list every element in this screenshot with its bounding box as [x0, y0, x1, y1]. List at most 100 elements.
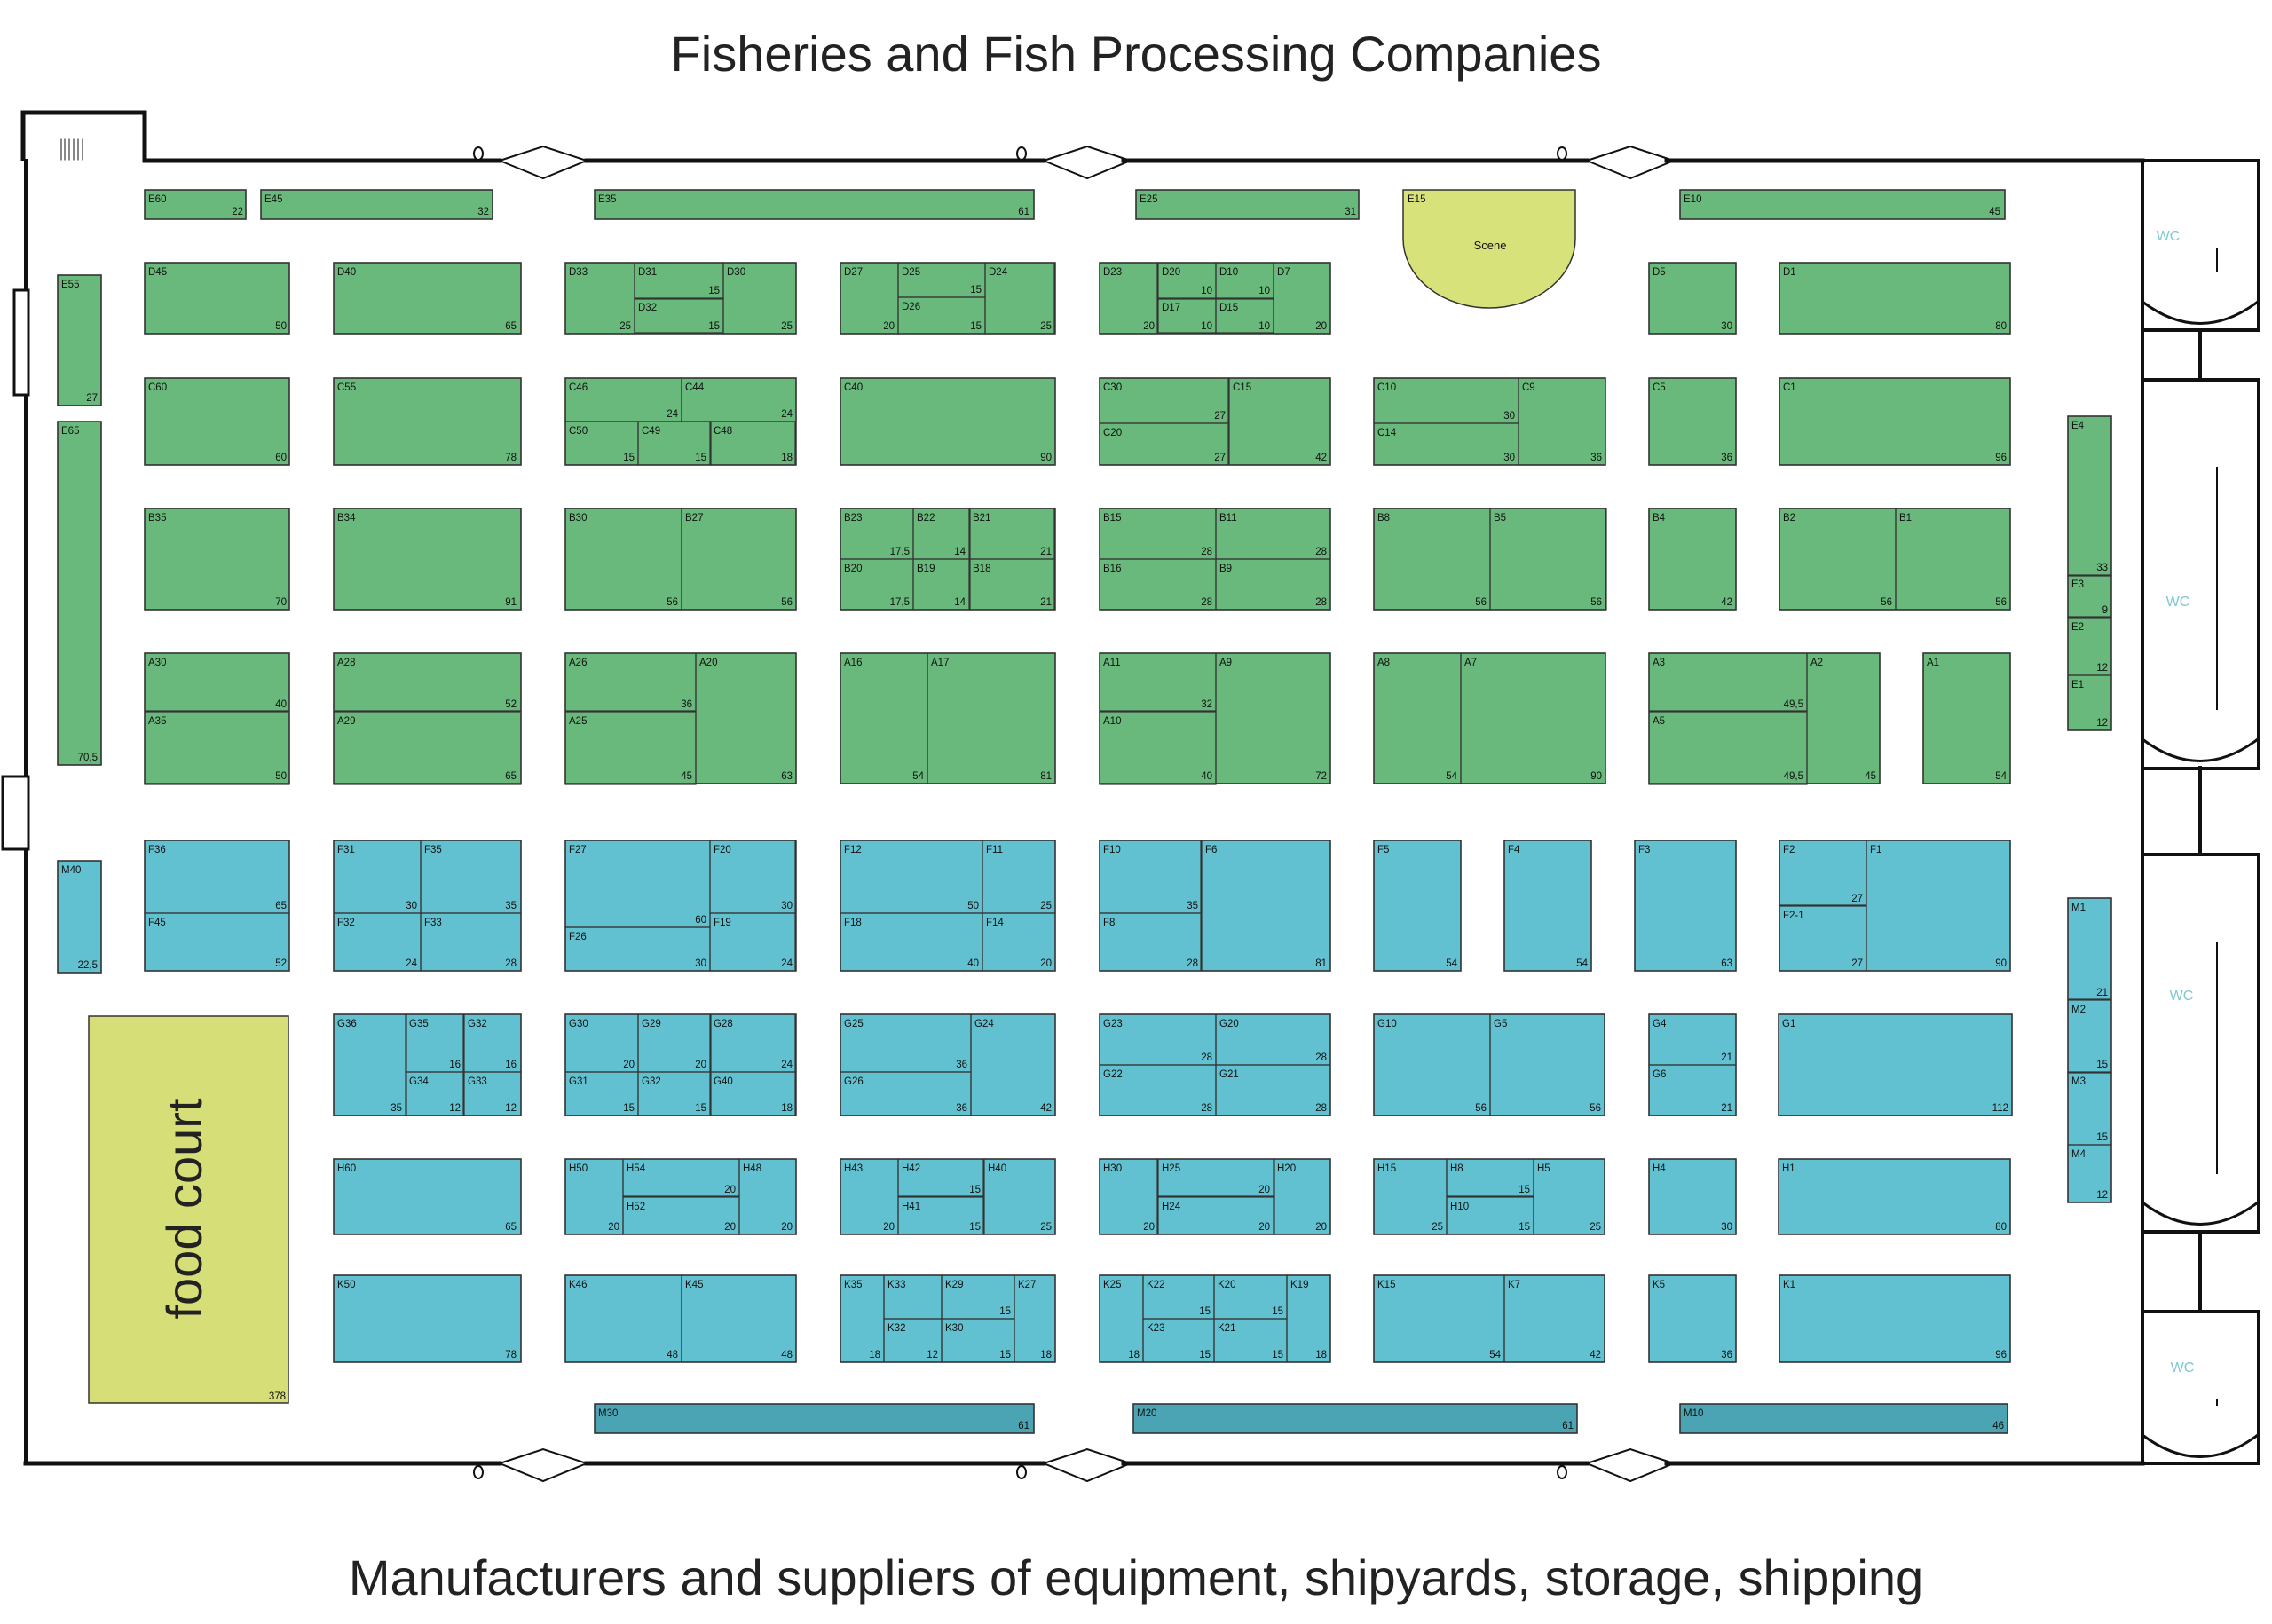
stand-id: K33: [888, 1280, 905, 1290]
stand-block: [1648, 1158, 1737, 1235]
stand-id: E3: [2071, 579, 2084, 590]
stand-id: E45: [264, 194, 282, 205]
wc-label: WC: [2157, 229, 2181, 244]
stand-size: 12: [505, 1103, 517, 1114]
stand-size: 25: [1590, 1222, 1601, 1233]
stand-size: 15: [695, 453, 706, 463]
service-wall: [2141, 1310, 2260, 1465]
stand-block: [564, 1013, 797, 1116]
stand-size: 36: [1590, 453, 1602, 463]
stand-size: 35: [1187, 901, 1198, 911]
stand-size: 24: [406, 958, 417, 969]
stand-id: C40: [844, 382, 863, 393]
stand-id: K19: [1290, 1280, 1308, 1290]
stand-block: [1648, 652, 1881, 784]
stand-block: [594, 1403, 1035, 1434]
stand-size: 17,5: [890, 597, 910, 608]
stand-outline: [333, 262, 522, 335]
stand-outline: [594, 189, 1035, 220]
stand-id: C10: [1377, 382, 1396, 393]
stand-outline: [681, 1274, 797, 1363]
service-curve: [2142, 1433, 2259, 1458]
stand-size: 80: [1995, 1222, 2007, 1233]
stand-size: 40: [967, 958, 979, 969]
stand-block: [1679, 189, 2006, 220]
stand-size: 15: [999, 1350, 1011, 1360]
stand-id: C60: [148, 382, 167, 393]
stand-id: G35: [409, 1019, 429, 1029]
stand-id: H40: [988, 1163, 1006, 1174]
stand-size: 20: [1315, 321, 1327, 332]
stand-size: 12: [2096, 718, 2108, 729]
stand-outline: [1132, 1403, 1578, 1434]
stand-outline: [1503, 1274, 1605, 1363]
stand-id: D45: [148, 267, 167, 278]
stands: E6022E4532E3561E2531E1045E5527E6570,5D45…: [57, 189, 2112, 1434]
stand-size: 10: [1258, 286, 1270, 296]
pillar: [1016, 1465, 1027, 1479]
stand-outline: [1648, 508, 1737, 611]
stand-id: F33: [424, 918, 442, 928]
stand-block: [144, 840, 290, 972]
stand-id: G5: [1494, 1019, 1507, 1029]
service-curve: [2142, 300, 2259, 325]
stand-outline: [144, 912, 290, 972]
stand-id: D10: [1219, 267, 1238, 278]
stand-block: [1099, 377, 1331, 466]
stand-outline: [1648, 262, 1737, 335]
stand-size: 50: [967, 901, 979, 911]
stand-size: 9: [2102, 605, 2108, 616]
stand-size: 40: [1201, 771, 1212, 782]
stand-block: [594, 189, 1035, 220]
stand-id: F4: [1508, 845, 1520, 855]
stand-id: A2: [1810, 658, 1823, 668]
stand-id: A3: [1653, 658, 1665, 668]
stand-id: G32: [468, 1019, 487, 1029]
door: [1043, 1447, 1132, 1483]
stand-id: K30: [945, 1323, 963, 1334]
stand-size: 21: [1040, 547, 1052, 557]
stand-size: 78: [505, 1350, 517, 1360]
stand-id: A29: [337, 716, 355, 727]
stand-id: A10: [1103, 716, 1121, 727]
stand-size: 28: [1315, 1103, 1327, 1114]
stand-id: G31: [569, 1076, 588, 1087]
stand-outline: [709, 421, 796, 466]
stand-outline: [695, 652, 797, 784]
stand-size: 54: [1489, 1350, 1501, 1360]
stand-id: E60: [148, 194, 166, 205]
stand-id: H8: [1450, 1163, 1463, 1174]
stand-id: G10: [1377, 1019, 1397, 1029]
stand-size: 20: [724, 1222, 736, 1233]
stand-block: [333, 1274, 522, 1363]
stand-block: [840, 652, 1056, 784]
stand-outline: [897, 1196, 984, 1235]
stand-size: 48: [781, 1350, 793, 1360]
stand-outline: [1099, 422, 1229, 466]
stand-id: F8: [1103, 918, 1115, 928]
stand-outline: [1489, 1013, 1605, 1116]
stand-size: 28: [1315, 597, 1327, 608]
stand-id: M10: [1684, 1408, 1703, 1419]
stand-id: K29: [945, 1280, 963, 1290]
stand-size: 56: [1590, 1103, 1601, 1114]
